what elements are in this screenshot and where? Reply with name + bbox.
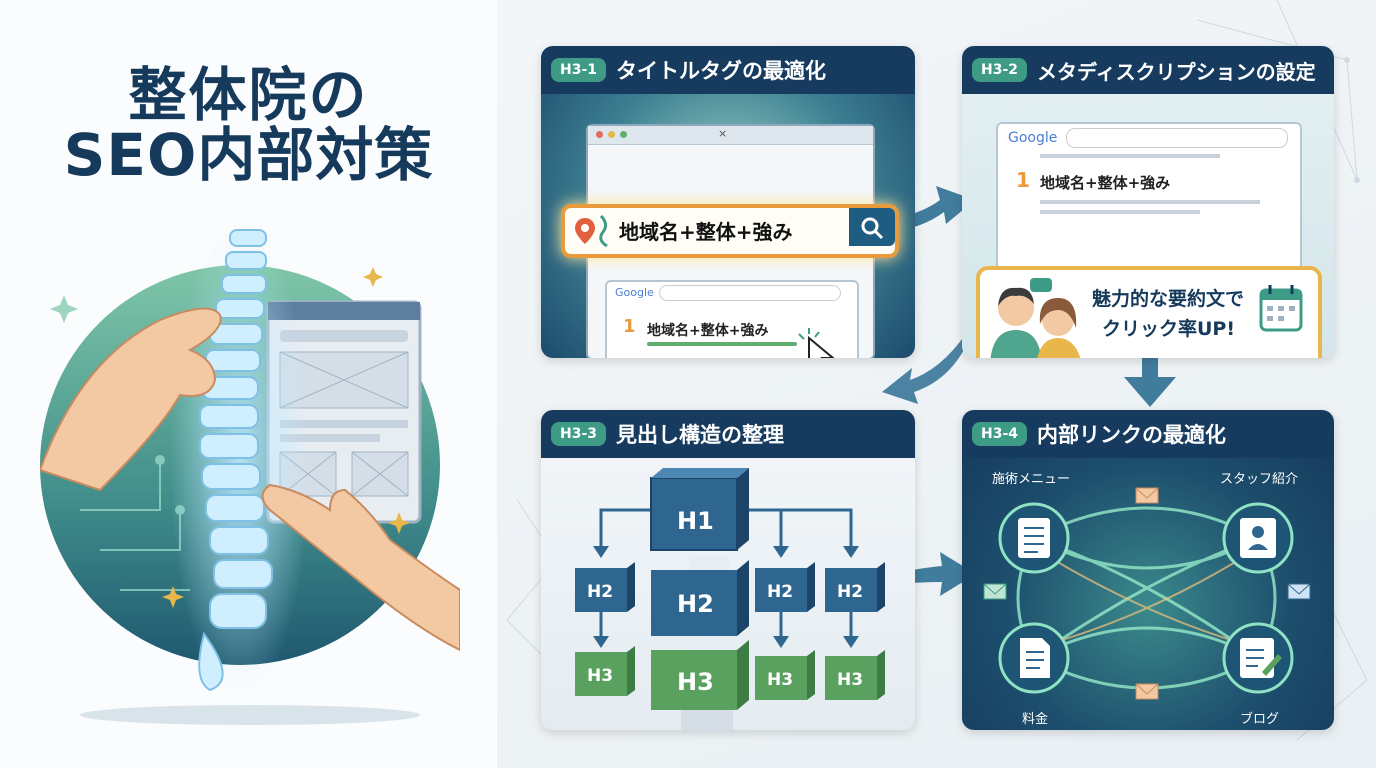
node-label-price: 料金 bbox=[1022, 712, 1049, 727]
panel-h3-3: H3-3 見出し構造の整理 bbox=[541, 410, 915, 730]
h1-box bbox=[650, 468, 749, 551]
badge-h3-1: H3-1 bbox=[551, 58, 607, 82]
h3-label-main: H3 bbox=[677, 668, 714, 696]
spine-icon bbox=[198, 229, 273, 692]
left-hero-section: 整体院の SEO内部対策 bbox=[0, 0, 497, 768]
cursor-click-icon bbox=[798, 328, 835, 358]
node-label-menu: 施術メニュー bbox=[992, 472, 1071, 487]
badge-h3-4: H3-4 bbox=[972, 422, 1028, 446]
h3-main-box bbox=[651, 640, 749, 710]
google-search-input[interactable] bbox=[659, 285, 841, 301]
staff-avatars-icon bbox=[990, 278, 1081, 358]
node-label-blog: ブログ bbox=[1240, 712, 1280, 727]
result-title-link[interactable]: 地域名+整体+強み bbox=[1040, 174, 1171, 192]
link-node-price bbox=[998, 622, 1070, 694]
result-title-link[interactable]: 地域名+整体+強み bbox=[647, 323, 769, 339]
h3-label-left: H3 bbox=[587, 666, 614, 686]
hand-lower-icon bbox=[261, 483, 460, 652]
main-title-line1: 整体院の bbox=[128, 61, 369, 129]
panel-h3-4-title: 内部リンクの最適化 bbox=[1037, 423, 1227, 447]
panel-h3-3-title: 見出し構造の整理 bbox=[616, 423, 785, 447]
hand-upper-icon bbox=[40, 307, 222, 492]
link-node-blog bbox=[1222, 622, 1294, 694]
h2-label-right1: H2 bbox=[767, 582, 794, 602]
h2-label-right2: H2 bbox=[837, 582, 864, 602]
link-node-staff bbox=[1222, 502, 1294, 574]
panel-h3-2-title: メタディスクリプションの設定 bbox=[1037, 59, 1316, 84]
browser-close-icon[interactable]: × bbox=[718, 127, 728, 140]
panel-h3-2-header: H3-2 メタディスクリプションの設定 bbox=[962, 46, 1334, 94]
google-search-input[interactable] bbox=[1066, 128, 1288, 148]
panel-h3-1-header: H3-1 タイトルタグの最適化 bbox=[541, 46, 915, 94]
callout-line1: 魅力的な要約文で bbox=[1092, 288, 1245, 310]
arrow-h32-to-h34-icon bbox=[1124, 335, 1176, 407]
h2-label-left: H2 bbox=[587, 582, 614, 602]
callout-line2: クリック率UP! bbox=[1102, 318, 1236, 340]
arrow-flow-h32-to-h33-icon bbox=[882, 335, 968, 404]
arrow-h33-to-h34-icon bbox=[885, 552, 976, 596]
main-title-line2: SEO内部対策 bbox=[63, 121, 434, 189]
h1-label: H1 bbox=[677, 507, 714, 535]
meta-description-callout: 魅力的な要約文で クリック率UP! bbox=[976, 266, 1322, 358]
link-node-menu bbox=[998, 502, 1070, 574]
panel-h3-1-title: タイトルタグの最適化 bbox=[616, 59, 827, 83]
node-label-staff: スタッフ紹介 bbox=[1220, 472, 1299, 487]
google-logo: Google bbox=[615, 286, 654, 299]
search-icon bbox=[861, 217, 884, 240]
panel-h3-4: H3-4 内部リンクの最適化 bbox=[962, 410, 1334, 730]
title-tag-search-bar[interactable]: 地域名+整体+強み bbox=[561, 204, 899, 258]
search-query-text: 地域名+整体+強み bbox=[619, 220, 793, 244]
spine-hero-illustration bbox=[40, 220, 460, 725]
panel-h3-4-header: H3-4 内部リンクの最適化 bbox=[962, 410, 1334, 458]
h3-label-right2: H3 bbox=[837, 670, 864, 690]
h3-label-right1: H3 bbox=[767, 670, 794, 690]
h2-label-main: H2 bbox=[677, 590, 714, 618]
badge-h3-3: H3-3 bbox=[551, 422, 607, 446]
h2-main-box bbox=[651, 560, 749, 636]
panel-h3-3-header: H3-3 見出し構造の整理 bbox=[541, 410, 915, 458]
badge-h3-2: H3-2 bbox=[972, 58, 1028, 82]
search-button[interactable] bbox=[849, 208, 895, 246]
mail-icon bbox=[1135, 487, 1159, 700]
heading-structure-diagram bbox=[575, 468, 885, 730]
internal-link-network-diagram bbox=[983, 487, 1311, 700]
panel-h3-1: H3-1 タイトルタグの最適化 × 地域名+整体+強み bbox=[541, 46, 915, 358]
map-pin-icon bbox=[575, 218, 595, 244]
result-rank-number: 1 bbox=[623, 316, 636, 337]
panel-h3-2: H3-2 メタディスクリプションの設定 Google 1 地域名+整体+強み 魅… bbox=[962, 46, 1334, 358]
google-results-window: Google 1 地域名+整体+強み bbox=[605, 280, 859, 358]
calendar-icon bbox=[1259, 285, 1303, 332]
google-logo: Google bbox=[1008, 130, 1058, 146]
result-rank-number: 1 bbox=[1016, 168, 1030, 192]
